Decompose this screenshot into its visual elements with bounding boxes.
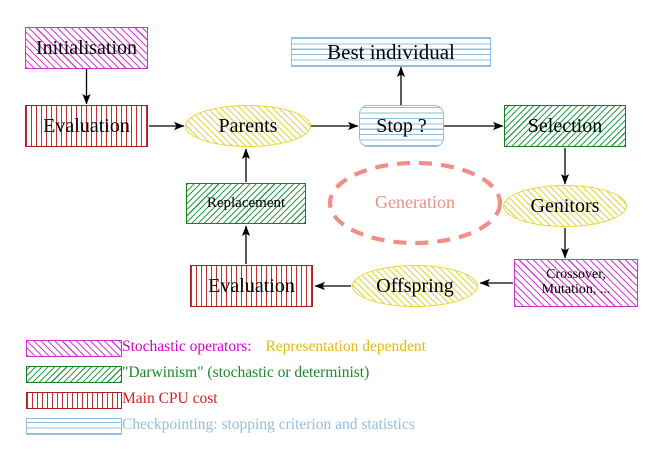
legend-swatch-green-hatch: [26, 366, 122, 383]
node-parents[interactable]: Parents: [185, 105, 311, 147]
node-genitors-label: Genitors: [530, 194, 600, 217]
legend-row-cpu-cost: Main CPU cost: [0, 390, 662, 418]
legend-row-darwinism: "Darwinism" (stochastic or determinist): [0, 364, 662, 392]
node-crossover-mutation-label-2: Mutation, ...: [541, 282, 611, 297]
node-stop-label: Stop ?: [376, 114, 427, 137]
legend-swatch-red-vertical-hatch: [26, 392, 122, 409]
legend-text-stochastic-main: Stochastic operators:: [122, 338, 252, 355]
node-crossover-mutation[interactable]: Crossover, Mutation, ...: [514, 259, 638, 307]
node-offspring-label: Offspring: [376, 274, 454, 297]
legend: Stochastic operators: Representation dep…: [0, 338, 662, 444]
node-evaluation-bottom-label: Evaluation: [208, 274, 295, 297]
node-best-individual[interactable]: Best individual: [291, 37, 491, 67]
node-offspring[interactable]: Offspring: [352, 265, 478, 307]
node-replacement[interactable]: Replacement: [186, 183, 306, 224]
legend-swatch-blue-horizontal-hatch: [26, 418, 122, 435]
node-selection[interactable]: Selection: [504, 105, 626, 147]
node-best-individual-label: Best individual: [327, 39, 455, 64]
node-genitors[interactable]: Genitors: [503, 185, 627, 227]
legend-swatch-magenta-hatch: [26, 340, 122, 357]
node-parents-label: Parents: [218, 114, 278, 137]
node-selection-label: Selection: [527, 114, 603, 137]
node-replacement-label: Replacement: [206, 194, 286, 211]
legend-row-checkpointing: Checkpointing: stopping criterion and st…: [0, 416, 662, 444]
node-evaluation-bottom[interactable]: Evaluation: [190, 265, 313, 307]
node-crossover-mutation-label-1: Crossover,: [546, 267, 606, 283]
legend-row-stochastic: Stochastic operators: Representation dep…: [0, 338, 662, 366]
node-evaluation-top[interactable]: Evaluation: [25, 105, 148, 147]
node-initialisation[interactable]: Initialisation: [25, 27, 148, 69]
legend-text-checkpointing: Checkpointing: stopping criterion and st…: [122, 416, 415, 433]
legend-text-cpu-cost: Main CPU cost: [122, 390, 218, 407]
node-generation-label: Generation: [375, 192, 455, 212]
legend-text-stochastic: Stochastic operators: Representation dep…: [122, 338, 426, 356]
node-initialisation-label: Initialisation: [35, 36, 138, 59]
legend-text-darwinism: "Darwinism" (stochastic or determinist): [122, 364, 370, 381]
node-stop[interactable]: Stop ?: [359, 105, 444, 147]
node-evaluation-top-label: Evaluation: [43, 114, 130, 137]
legend-text-stochastic-sub: Representation dependent: [265, 338, 426, 355]
